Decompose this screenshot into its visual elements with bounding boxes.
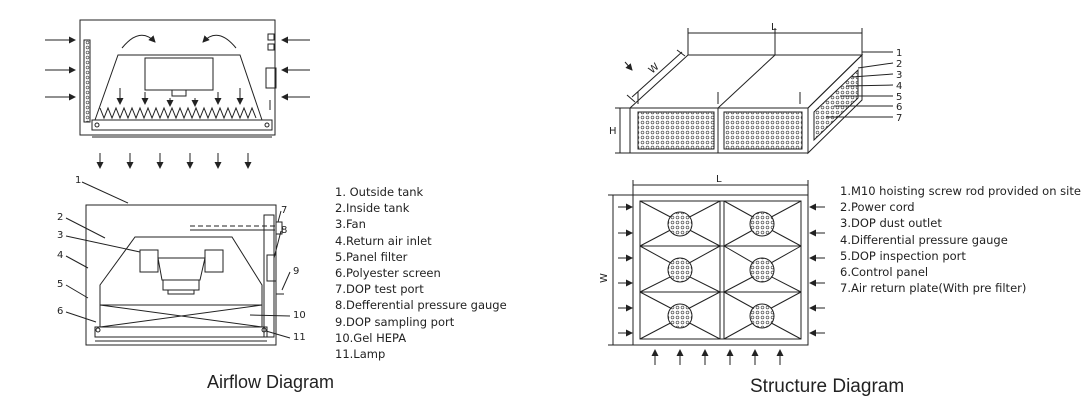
airflow-legend-item: 5.Panel filter [335, 249, 408, 264]
airflow-legend-item: 8.Defferential pressure gauge [335, 298, 507, 313]
airflow-legend-item: 4.Return air inlet [335, 233, 432, 248]
structure-legend-item: 2.Power cord [840, 200, 915, 215]
airflow-legend-item: 10.Gel HEPA [335, 330, 407, 345]
structure-callout-2: 2 [896, 59, 902, 70]
airflow-callout-5: 5 [57, 279, 63, 290]
structure-caption: Structure Diagram [750, 376, 905, 397]
airflow-legend-item: 2.Inside tank [335, 201, 410, 216]
airflow-callout-3: 3 [57, 230, 63, 241]
dim-width-label: W [647, 61, 662, 76]
airflow-callout-2: 2 [57, 212, 63, 223]
structure-callout-7: 7 [896, 113, 902, 124]
structure-callout-6: 6 [896, 102, 902, 113]
structure-legend-item: 7.Air return plate(With pre filter) [840, 281, 1027, 296]
structure-callout-3: 3 [896, 70, 902, 81]
airflow-legend-item: 6.Polyester screen [335, 266, 441, 281]
structure-legend-item: 1.M10 hoisting screw rod provided on sit… [840, 184, 1081, 198]
airflow-legend: 1. Outside tank 2.Inside tank 3.Fan 4.Re… [335, 184, 507, 362]
airflow-callout-7: 7 [281, 205, 287, 216]
dim-height-label: H [609, 126, 617, 137]
airflow-legend-item: 1. Outside tank [335, 185, 424, 199]
structure-callout-5: 5 [896, 92, 902, 103]
structure-iso-view [615, 28, 894, 155]
structure-plan-view [608, 180, 825, 365]
structure-legend: 1.M10 hoisting screw rod provided on sit… [840, 183, 1081, 296]
airflow-section-view [65, 181, 291, 346]
airflow-callout-8: 8 [281, 225, 287, 236]
dim-length-label: L [771, 22, 777, 33]
structure-iso-labels: L W H 1 2 3 4 5 6 7 [609, 22, 902, 137]
structure-legend-item: 3.DOP dust outlet [840, 216, 942, 231]
structure-legend-item: 5.DOP inspection port [840, 248, 966, 263]
plan-width-label: W [599, 273, 610, 283]
airflow-callout-4: 4 [57, 250, 63, 261]
structure-callout-4: 4 [896, 81, 902, 92]
airflow-top-view [45, 19, 310, 169]
airflow-callouts: 1 2 3 4 5 6 7 8 9 10 11 [57, 175, 306, 343]
airflow-callout-10: 10 [293, 310, 306, 321]
structure-plan-labels: L W [599, 174, 722, 283]
airflow-legend-item: 11.Lamp [335, 347, 386, 362]
structure-callout-1: 1 [896, 48, 902, 59]
airflow-legend-item: 7.DOP test port [335, 282, 424, 297]
airflow-callout-11: 11 [293, 332, 306, 343]
airflow-legend-item: 3.Fan [335, 217, 366, 232]
airflow-caption: Airflow Diagram [207, 372, 335, 392]
airflow-callout-1: 1 [75, 175, 81, 186]
structure-legend-item: 4.Differential pressure gauge [840, 232, 1008, 247]
structure-legend-item: 6.Control panel [840, 265, 929, 280]
airflow-legend-item: 9.DOP sampling port [335, 314, 455, 329]
airflow-callout-6: 6 [57, 306, 63, 317]
plan-length-label: L [716, 174, 722, 185]
airflow-callout-9: 9 [293, 266, 299, 277]
